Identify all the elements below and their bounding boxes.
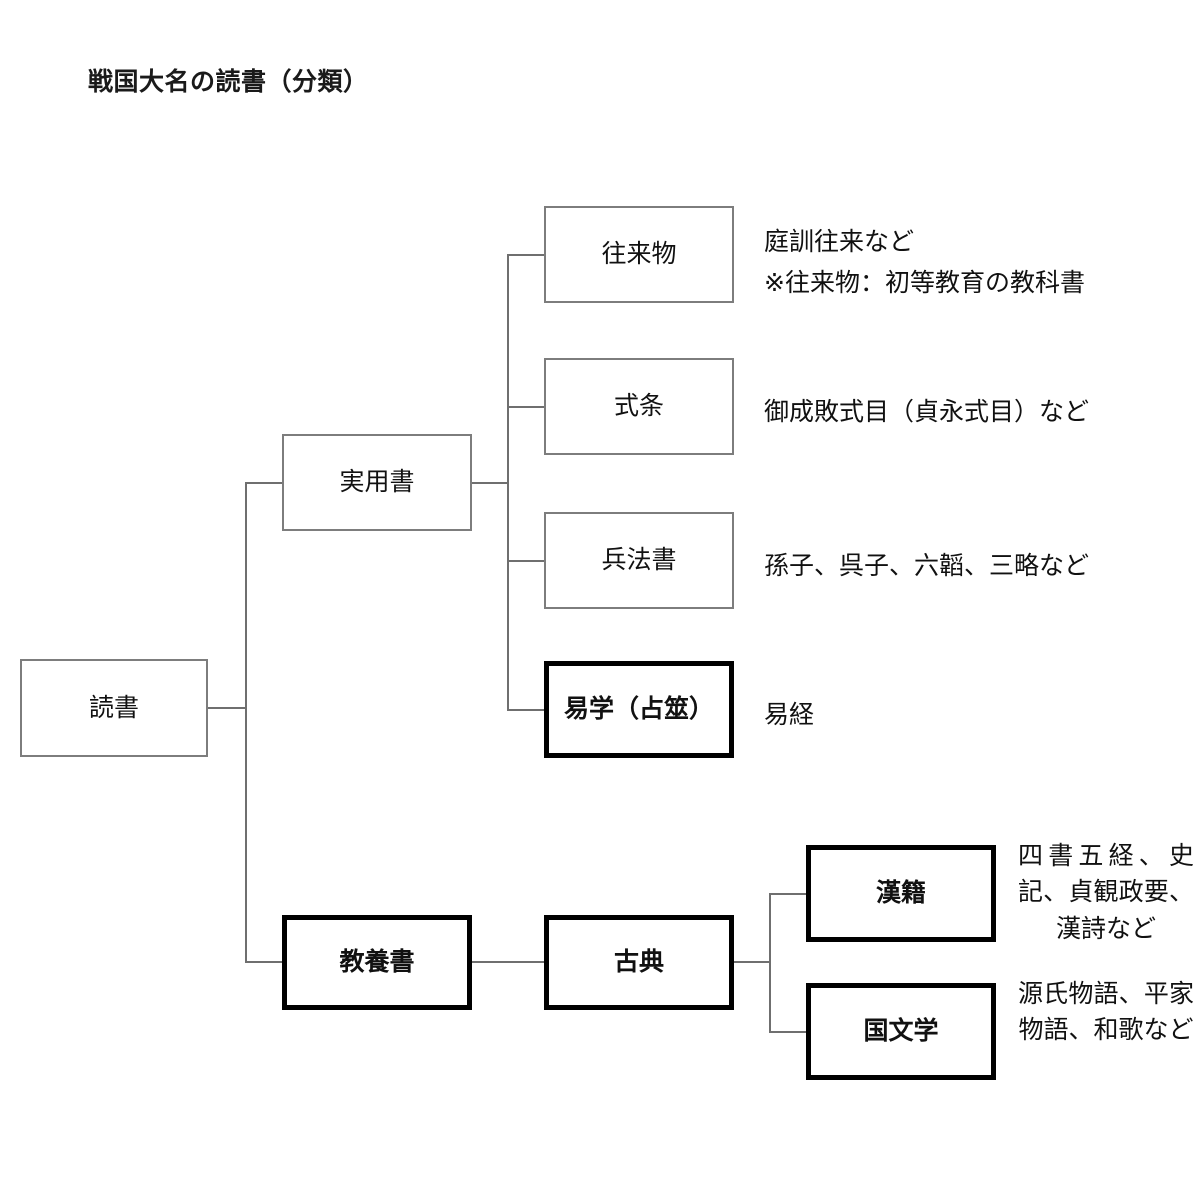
connector-stub-shikijo	[507, 406, 545, 408]
page-title: 戦国大名の読書（分類）	[88, 68, 369, 96]
node-label: 教養書	[339, 948, 415, 976]
connector-stub-oraimono	[507, 254, 545, 256]
connector-koten-stub	[733, 961, 771, 963]
connector-stub-ekigaku	[507, 709, 545, 711]
node-koten[interactable]: 古典	[544, 915, 734, 1010]
annotation-line: ※往来物：初等教育の教科書	[764, 268, 1085, 297]
node-kyoyosho[interactable]: 教養書	[282, 915, 472, 1010]
node-kanseki[interactable]: 漢籍	[806, 845, 996, 942]
node-label: 漢籍	[875, 879, 926, 907]
node-label: 易学（占筮）	[563, 695, 714, 723]
node-oraimono[interactable]: 往来物	[544, 206, 734, 303]
annotation-line: 御成敗式目（貞永式目）など	[764, 398, 1090, 426]
node-root-dokusho[interactable]: 読書	[20, 659, 208, 757]
connector-stub-kyoyosho	[245, 961, 283, 963]
connector-trunk-level1	[245, 482, 247, 963]
connector-trunk-koten	[769, 893, 771, 1033]
annotation-line: 易経	[764, 701, 815, 729]
annotation-ekigaku: 易経	[764, 695, 814, 736]
connector-stub-heihosho	[507, 560, 545, 562]
annotation-line: 四書五経、史記、貞観政要、漢詩など	[1018, 842, 1194, 943]
connector-root-stub	[208, 707, 247, 709]
connector-trunk-practical	[507, 254, 509, 710]
node-label: 式条	[613, 392, 664, 420]
annotation-line: 孫子、呉子、六韜、三略など	[764, 552, 1090, 580]
node-label: 往来物	[601, 240, 677, 268]
connector-practical-stub	[471, 482, 509, 484]
node-label: 兵法書	[601, 546, 677, 574]
connector-stub-kanseki	[769, 893, 807, 895]
annotation-kanseki: 四書五経、史記、貞観政要、漢詩など	[1018, 838, 1194, 947]
node-shikijo[interactable]: 式条	[544, 358, 734, 455]
node-heihosho[interactable]: 兵法書	[544, 512, 734, 609]
annotation-line: 源氏物語、平家物語、和歌	[1018, 980, 1194, 1045]
annotation-kokubungaku: 源氏物語、平家物語、和歌など	[1018, 976, 1194, 1049]
node-practical[interactable]: 実用書	[282, 434, 472, 531]
node-label: 実用書	[339, 468, 415, 496]
node-label: 読書	[88, 693, 139, 722]
node-kokubungaku[interactable]: 国文学	[806, 983, 996, 1080]
annotation-shikijo: 御成敗式目（貞永式目）など	[764, 392, 1089, 433]
connector-stub-kokubungaku	[769, 1031, 807, 1033]
node-label: 国文学	[863, 1017, 939, 1045]
node-ekigaku[interactable]: 易学（占筮）	[544, 661, 734, 758]
annotation-heihosho: 孫子、呉子、六韜、三略など	[764, 546, 1089, 587]
annotation-oraimono: 庭訓往来など ※往来物：初等教育の教科書	[764, 222, 1085, 303]
connector-kyoyosho-koten	[471, 961, 545, 963]
node-label: 古典	[613, 948, 664, 976]
annotation-line: 庭訓往来など	[764, 228, 915, 256]
connector-stub-practical	[245, 482, 283, 484]
annotation-line-tail: など	[1143, 1016, 1194, 1045]
